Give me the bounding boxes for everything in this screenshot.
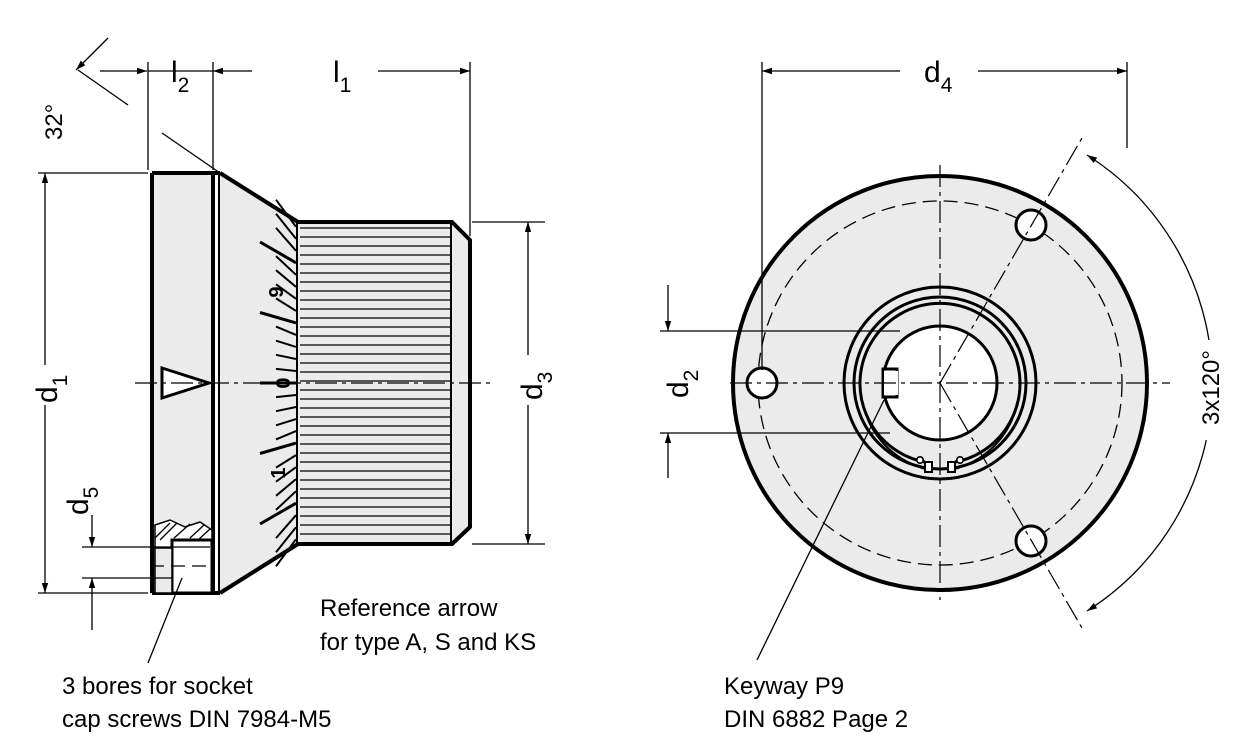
scale-tick: [275, 406, 297, 413]
scale-tick: [275, 490, 297, 511]
scale-tick: [275, 213, 297, 240]
scale-ticks: [259, 199, 297, 567]
scale-tick: [275, 367, 297, 372]
scale-tick: [275, 526, 297, 553]
angle-leader: [77, 69, 129, 106]
scale-digit-9: 9: [266, 286, 288, 297]
scale-tick: [275, 339, 297, 348]
label-l1: l1: [333, 56, 351, 97]
scale-tick: [275, 227, 297, 252]
scale-tick: [275, 514, 297, 539]
label-d2: d2: [662, 370, 703, 398]
scale-tick: [275, 478, 297, 497]
label-d3: d3: [516, 372, 557, 400]
side-view: 9 0 1 l2 l1: [31, 37, 557, 733]
scale-tick: [275, 283, 297, 300]
scale-tick: [259, 311, 297, 325]
label-l2: l2: [171, 56, 189, 97]
label-d1: d1: [31, 375, 72, 403]
scale-tick: [275, 269, 297, 288]
bore-hatching: [154, 522, 211, 541]
scale-tick: [275, 325, 297, 336]
note-reference-arrow: Reference arrow for type A, S and KS: [320, 595, 536, 656]
scale-tick: [275, 255, 297, 276]
scale-tick: [275, 430, 297, 441]
front-view: d4 d2 3x120° Keyway P9 DIN 6882 Page 2: [660, 56, 1228, 733]
scale-tick: [259, 240, 297, 265]
label-d5: d5: [62, 487, 103, 515]
scale-tick: [259, 501, 297, 526]
scale-tick: [275, 538, 297, 567]
keyway-leader: [756, 399, 885, 661]
note-keyway: Keyway P9 DIN 6882 Page 2: [724, 673, 908, 733]
scale-tick: [275, 297, 297, 312]
scale-tick: [275, 418, 297, 427]
front-center-lines: [730, 137, 1170, 629]
scale-tick: [275, 353, 297, 360]
scale-tick: [275, 466, 297, 483]
bores-leader: [147, 577, 183, 664]
scale-tick: [275, 454, 297, 469]
scale-digit-1: 1: [268, 467, 290, 478]
scale-tick: [275, 394, 297, 399]
label-angle-32: 32°: [41, 104, 68, 140]
scale-tick: [275, 199, 297, 228]
label-d4: d4: [924, 56, 953, 97]
scale-tick: [259, 441, 297, 455]
label-angle-3x120: 3x120°: [1198, 350, 1225, 425]
note-bores: 3 bores for socket cap screws DIN 7984-M…: [62, 673, 331, 733]
knurl-lines: [300, 227, 450, 535]
side-extension-lines: [38, 62, 545, 594]
